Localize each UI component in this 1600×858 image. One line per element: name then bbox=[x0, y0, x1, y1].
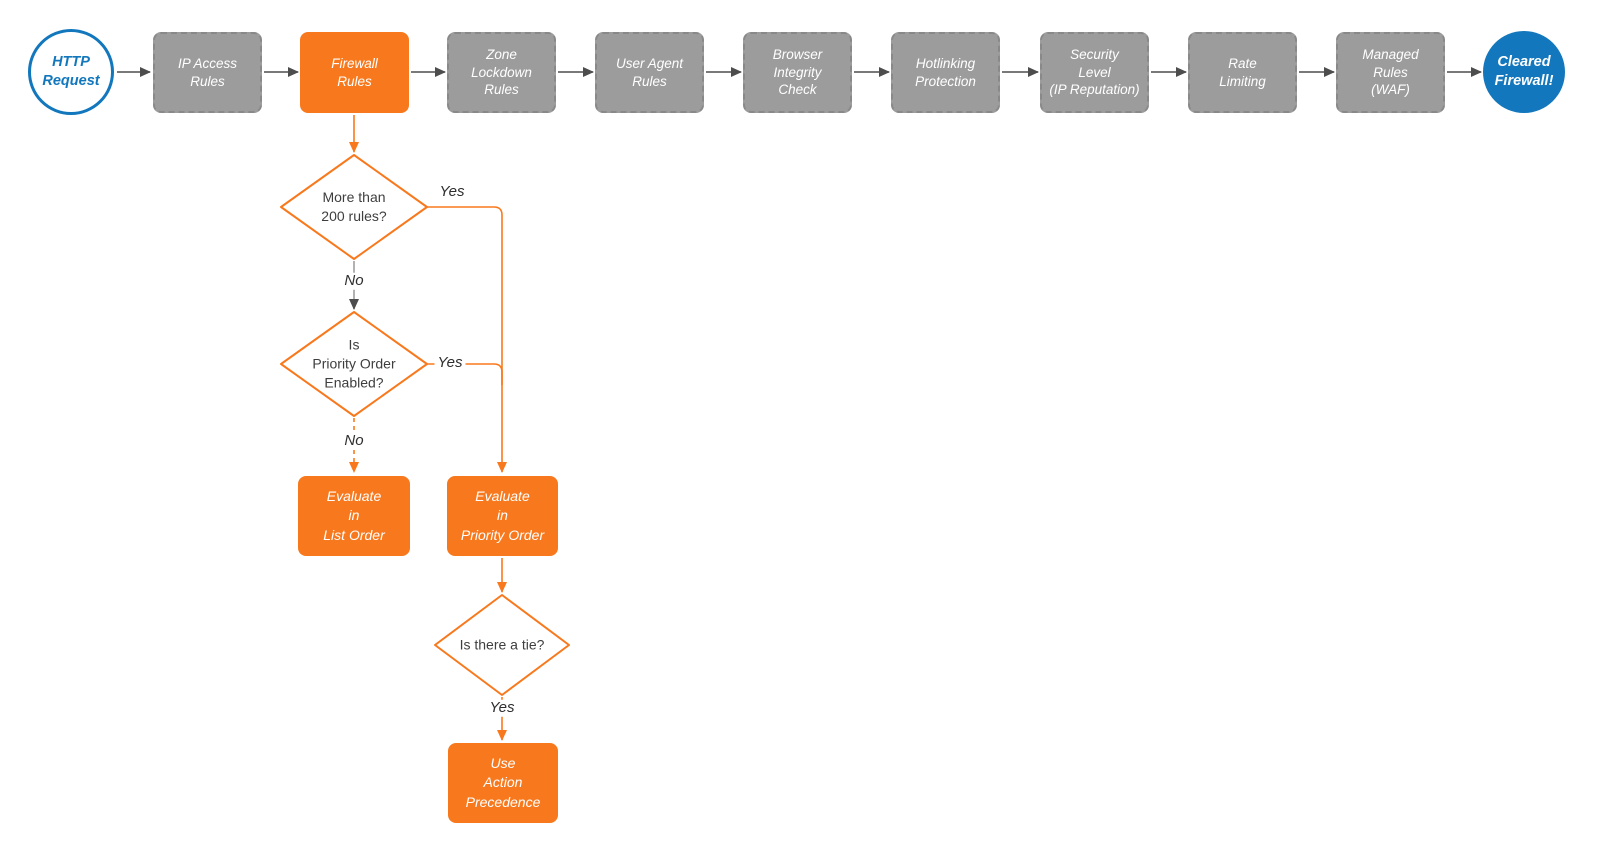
decision-shape-priority-order-enabled bbox=[280, 311, 428, 417]
step-firewall-rules: Firewall Rules bbox=[300, 32, 409, 113]
end-node-cleared-firewall: Cleared Firewall! bbox=[1483, 31, 1565, 113]
step-security-level: Security Level (IP Reputation) bbox=[1040, 32, 1149, 113]
connector-decision2-yes bbox=[427, 363, 503, 385]
step-user-agent-rules: User Agent Rules bbox=[595, 32, 704, 113]
edge-label-decision2-no: No bbox=[341, 432, 367, 450]
edge-label-decision1-no: No bbox=[341, 272, 367, 290]
action-use-action-precedence: Use Action Precedence bbox=[448, 743, 558, 823]
decision-shape-more-than-200-rules bbox=[280, 154, 428, 260]
decision-label-more-than-200-rules: More than 200 rules? bbox=[321, 189, 387, 224]
connector-decision1-yes bbox=[427, 206, 507, 473]
action-evaluate-in-list-order: Evaluate in List Order bbox=[298, 476, 410, 556]
action-evaluate-in-priority-order: Evaluate in Priority Order bbox=[447, 476, 558, 556]
decision-label-priority-order-enabled: Is Priority Order Enabled? bbox=[312, 336, 396, 391]
edge-label-decision2-yes: Yes bbox=[434, 354, 466, 372]
step-hotlinking-protection: Hotlinking Protection bbox=[891, 32, 1000, 113]
step-zone-lockdown-rules: Zone Lockdown Rules bbox=[447, 32, 556, 113]
decision-shape-is-there-a-tie bbox=[434, 594, 570, 696]
step-ip-access-rules: IP Access Rules bbox=[153, 32, 262, 113]
edge-label-decision3-yes: Yes bbox=[486, 699, 518, 717]
start-node-http-request: HTTP Request bbox=[28, 29, 114, 115]
step-rate-limiting: Rate Limiting bbox=[1188, 32, 1297, 113]
step-browser-integrity-check: Browser Integrity Check bbox=[743, 32, 852, 113]
step-managed-rules-waf: Managed Rules (WAF) bbox=[1336, 32, 1445, 113]
decision-label-is-there-a-tie: Is there a tie? bbox=[459, 636, 545, 653]
edge-label-decision1-yes: Yes bbox=[436, 183, 468, 201]
